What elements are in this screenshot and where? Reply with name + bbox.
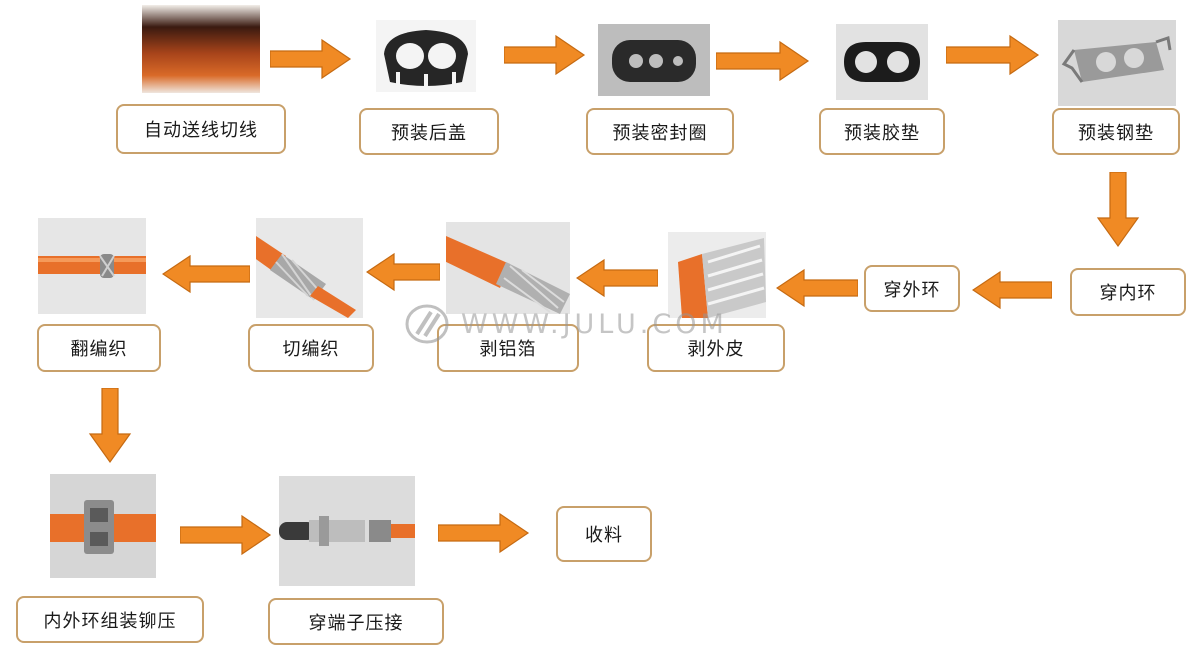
photo-seal-ring — [598, 24, 710, 96]
photo-rear-cover — [376, 20, 476, 92]
step-preload-rear-cover: 预装后盖 — [359, 108, 499, 155]
step-thread-inner-ring: 穿内环 — [1070, 268, 1186, 316]
arrow-down-1 — [1096, 172, 1140, 248]
step-preload-seal-ring: 预装密封圈 — [586, 108, 734, 155]
step-cut-braid: 切编织 — [248, 324, 374, 372]
step-collect: 收料 — [556, 506, 652, 562]
arrow-left-4 — [366, 252, 440, 292]
watermark-text: WWW.JULU.COM — [461, 309, 728, 340]
photo-steel-washer — [1058, 20, 1176, 106]
photo-terminal-crimp — [279, 476, 415, 586]
photo-cut-braid — [256, 218, 363, 318]
photo-fold-braid — [38, 218, 146, 314]
watermark: WWW.JULU.COM — [405, 304, 728, 344]
step-preload-steel-washer: 预装钢垫 — [1052, 108, 1180, 155]
watermark-logo-icon — [405, 304, 449, 344]
step-auto-feed-cut: 自动送线切线 — [116, 104, 286, 154]
step-fold-braid: 翻编织 — [37, 324, 161, 372]
arrow-right-6 — [438, 512, 530, 554]
step-ring-assembly-crimp: 内外环组装铆压 — [16, 596, 204, 643]
arrow-right-5 — [180, 514, 272, 556]
arrow-left-1 — [972, 270, 1052, 310]
step-preload-rubber-gasket: 预装胶垫 — [819, 108, 945, 155]
arrow-left-3 — [576, 258, 658, 298]
arrow-right-3 — [716, 40, 810, 82]
arrow-right-1 — [270, 38, 352, 80]
photo-cut-wire — [142, 5, 260, 93]
photo-strip-foil — [446, 222, 570, 314]
arrow-left-2 — [776, 268, 858, 308]
step-thread-outer-ring: 穿外环 — [864, 265, 960, 312]
step-terminal-crimp: 穿端子压接 — [268, 598, 444, 645]
arrow-right-4 — [946, 34, 1040, 76]
arrow-left-5 — [162, 254, 250, 294]
photo-ring-crimp — [50, 474, 156, 578]
arrow-down-2 — [88, 388, 132, 464]
arrow-right-2 — [504, 34, 586, 76]
photo-rubber-gasket — [836, 24, 928, 100]
